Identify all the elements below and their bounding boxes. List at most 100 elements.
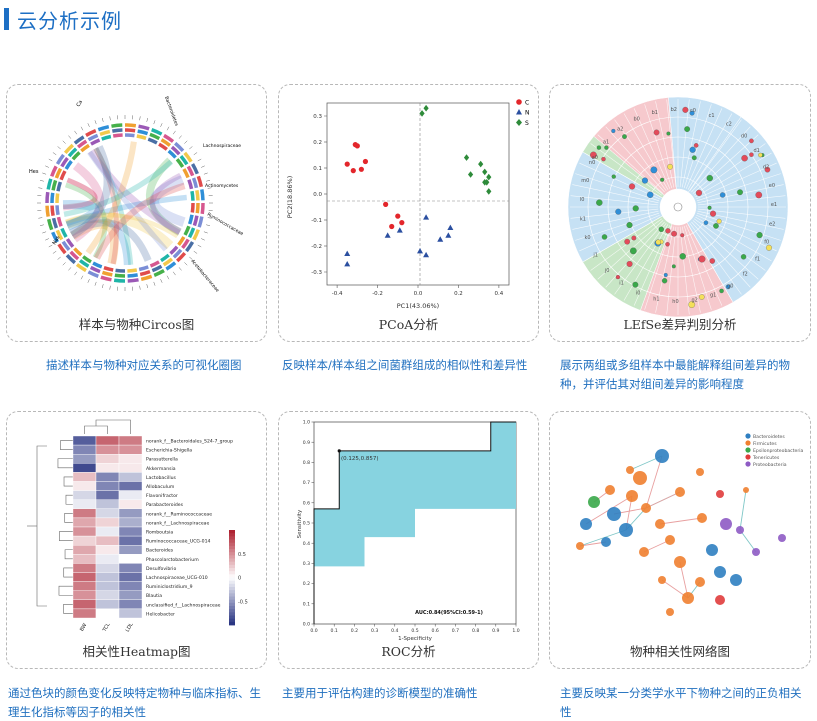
lefse-branch — [644, 104, 673, 189]
pcoa-point-c — [358, 166, 364, 172]
lefse-clade-label: d0 — [741, 133, 747, 139]
card-label-lefse: LEfSe差异判别分析 — [623, 317, 737, 332]
network-node — [639, 547, 649, 557]
circos-tick — [160, 123, 163, 127]
circos-tick — [146, 117, 149, 122]
circos-figure: Ca Bacteroidetes Lachnospiraceae Actinom… — [29, 96, 244, 294]
roc-figure: 0.00.00.10.10.20.20.30.30.40.40.50.50.60… — [297, 420, 520, 642]
heatmap-cell — [72, 554, 97, 564]
heatmap-row-label: norank_f__Ruminococcaceae — [146, 511, 212, 517]
lefse-branch — [655, 101, 675, 188]
circos-segment — [59, 170, 67, 181]
lefse-clade-label: c0 — [690, 108, 696, 114]
circos-segment — [195, 202, 200, 214]
heatmap-cell — [95, 599, 120, 610]
lefse-node — [682, 106, 689, 113]
lefse-branch — [681, 226, 701, 313]
desc-roc: 主要用于评估构建的诊断模型的准确性 — [282, 686, 478, 700]
circos-tick — [68, 267, 72, 271]
heatmap-cell — [72, 599, 97, 610]
heatmap-row-label: norank_f__Lachnospiraceae — [146, 520, 209, 526]
circos-segment — [188, 214, 194, 225]
lefse-node — [725, 284, 731, 290]
circos-segment — [82, 255, 92, 264]
lefse-branch — [655, 226, 675, 313]
circos-ribbon — [88, 149, 182, 235]
lefse-clade-label: h0 — [672, 299, 678, 305]
heatmap-cell — [118, 435, 143, 446]
heatmap-cell — [95, 454, 120, 464]
circos-ribbon — [65, 194, 187, 227]
circos-segment — [80, 143, 90, 153]
circos-tick — [109, 285, 111, 290]
circos-tick — [178, 135, 182, 139]
roc-y-tick-label: 0.6 — [303, 500, 310, 506]
lefse-branch — [605, 221, 665, 288]
circos-segment — [112, 133, 123, 138]
circos-tick — [139, 285, 141, 290]
heatmap-legend-swatch — [229, 615, 235, 620]
roc-x-tick-label: 0.3 — [371, 628, 378, 634]
heatmap-col-label: TCL — [101, 622, 111, 634]
pcoa-y-tick-label: 0.2 — [313, 140, 322, 146]
lefse-branch — [584, 152, 661, 198]
roc-y-tick-label: 0.3 — [303, 561, 310, 567]
lefse-node — [626, 222, 633, 229]
lefse-clade-label: h1 — [653, 297, 659, 303]
circos-tick — [42, 231, 47, 234]
heatmap-cell — [95, 517, 120, 528]
circos-segment — [76, 139, 88, 149]
circos-segment — [115, 268, 126, 273]
circos-tick — [38, 187, 43, 189]
circos-tick — [48, 244, 53, 248]
network-legend-label: Bacteroidetes — [753, 434, 785, 440]
circos-segment — [60, 156, 69, 168]
card-circos[interactable]: Ca Bacteroidetes Lachnospiraceae Actinom… — [6, 84, 267, 342]
lefse-clade-label: f2 — [743, 271, 748, 277]
pcoa-y-tick-label: 0.1 — [313, 166, 322, 172]
heatmap-cell — [95, 463, 120, 473]
lefse-branch — [623, 113, 669, 190]
circos-segment — [103, 266, 114, 272]
circos-segment — [200, 189, 205, 201]
circos-segment — [139, 269, 151, 277]
circos-segment — [165, 261, 177, 271]
pcoa-legend-marker-c — [516, 99, 522, 105]
roc-x-tick-label: 0.7 — [452, 628, 459, 634]
heatmap-cell — [95, 544, 120, 555]
lefse-clade-label: n0 — [589, 160, 595, 166]
circos-label-bacteroidetes: Bacteroidetes — [163, 96, 180, 128]
lefse-branch — [683, 225, 712, 310]
lefse-clade-label: d1 — [753, 148, 759, 154]
network-node — [576, 542, 584, 550]
lefse-clade-label: k0 — [584, 235, 590, 241]
network-node — [682, 592, 694, 604]
circos-segment — [124, 128, 136, 133]
circos-segment — [170, 145, 181, 156]
page-title-text: 云分析示例 — [17, 8, 122, 33]
circos-segment — [190, 190, 195, 201]
network-node — [658, 576, 666, 584]
circos-label-ca: Ca — [76, 99, 84, 108]
pcoa-x-tick-label: 0.0 — [414, 291, 423, 297]
circos-tick — [101, 284, 104, 289]
circos-segment — [61, 240, 71, 252]
pcoa-point-s — [419, 110, 425, 117]
heatmap-dendrogram-branch — [65, 494, 73, 505]
lefse-node — [626, 260, 633, 267]
circos-tick — [94, 120, 97, 125]
pcoa-point-n — [423, 251, 430, 258]
circos-segment — [136, 134, 147, 140]
heatmap-cell — [118, 563, 143, 573]
circos-segment — [160, 253, 170, 263]
network-node — [626, 466, 634, 474]
heatmap-row-label: Flavonifractor — [146, 493, 178, 499]
circos-tick — [62, 262, 66, 266]
circos-segment — [187, 227, 196, 239]
heatmap-cell — [72, 581, 97, 591]
